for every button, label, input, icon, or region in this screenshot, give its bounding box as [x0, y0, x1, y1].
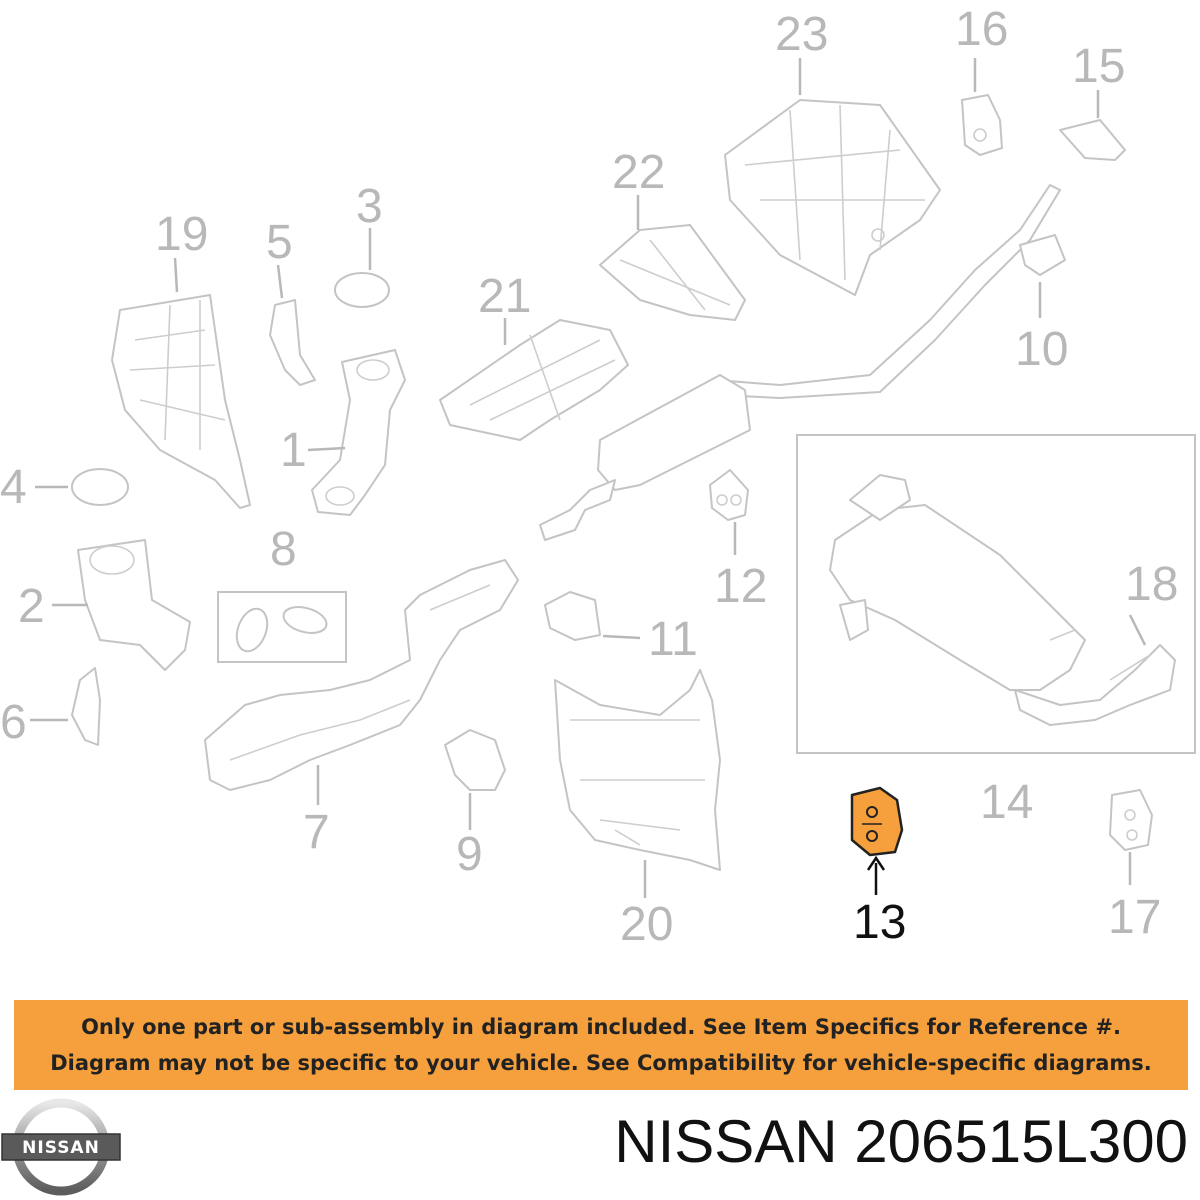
part-19-heat-shield — [111, 294, 251, 509]
callout-3: 3 — [356, 180, 383, 233]
callout-17: 17 — [1108, 891, 1161, 944]
main-pipe — [714, 184, 1061, 399]
callout-14: 14 — [980, 776, 1033, 829]
part-8-gasket-kit — [217, 591, 347, 663]
part-4-gasket — [71, 468, 129, 506]
part-2-converter — [77, 539, 191, 671]
callout-18: 18 — [1125, 558, 1178, 611]
part-15-gasket — [1059, 119, 1126, 161]
part-13-hanger-highlighted[interactable] — [850, 786, 904, 857]
exhaust-diagram: 23 16 15 22 21 3 5 19 10 1 4 8 2 6 12 11… — [0, 3, 1196, 951]
leader-lines — [30, 58, 1147, 898]
callout-12: 12 — [714, 560, 767, 613]
part-number-title: NISSAN 206515L300 — [614, 1108, 1188, 1175]
part-21-heat-shield — [439, 319, 629, 441]
callout-8: 8 — [270, 523, 297, 576]
part-14-rear-muffler-box — [796, 434, 1196, 754]
callout-5: 5 — [266, 216, 293, 269]
callout-7: 7 — [303, 806, 330, 859]
nissan-logo: NISSAN — [1, 1098, 121, 1196]
callout-16: 16 — [955, 3, 1008, 56]
disclaimer-line-2: Diagram may not be specific to your vehi… — [50, 1051, 1152, 1075]
callout-19: 19 — [155, 208, 208, 261]
callout-20: 20 — [620, 898, 673, 951]
part-3-gasket — [334, 272, 390, 308]
disclaimer-banner: Only one part or sub-assembly in diagram… — [14, 1000, 1188, 1090]
callouts: 23 16 15 22 21 3 5 19 10 1 4 8 2 6 12 11… — [0, 3, 1178, 951]
callout-10: 10 — [1015, 323, 1068, 376]
part-20-heat-shield — [554, 669, 721, 871]
part-22-heat-shield — [599, 224, 746, 321]
callout-6: 6 — [0, 696, 27, 749]
callout-13-highlighted: 13 — [853, 896, 906, 949]
callout-21: 21 — [478, 270, 531, 323]
disclaimer-line-1: Only one part or sub-assembly in diagram… — [81, 1015, 1121, 1039]
part-9-hanger — [444, 729, 506, 791]
callout-1: 1 — [280, 424, 307, 477]
part-10-bracket — [1019, 234, 1066, 276]
part-7-front-pipe — [204, 559, 519, 791]
callout-9: 9 — [456, 828, 483, 881]
callout-23: 23 — [775, 8, 828, 61]
callout-15: 15 — [1072, 40, 1125, 93]
callout-4: 4 — [0, 461, 27, 514]
part-11-gasket — [544, 591, 601, 641]
part-12-hanger — [709, 469, 749, 521]
logo-text: NISSAN — [22, 1138, 100, 1158]
callout-2: 2 — [18, 580, 45, 633]
callout-22: 22 — [612, 146, 665, 199]
part-6-bracket — [71, 667, 101, 746]
part-16-hanger — [961, 94, 1003, 156]
part-23-heat-shield — [724, 99, 941, 296]
center-muffler — [539, 374, 751, 541]
callout-11: 11 — [648, 613, 698, 666]
part-17-hanger — [1109, 789, 1153, 851]
part-5-bracket — [269, 299, 316, 386]
part-1-converter — [311, 349, 406, 516]
